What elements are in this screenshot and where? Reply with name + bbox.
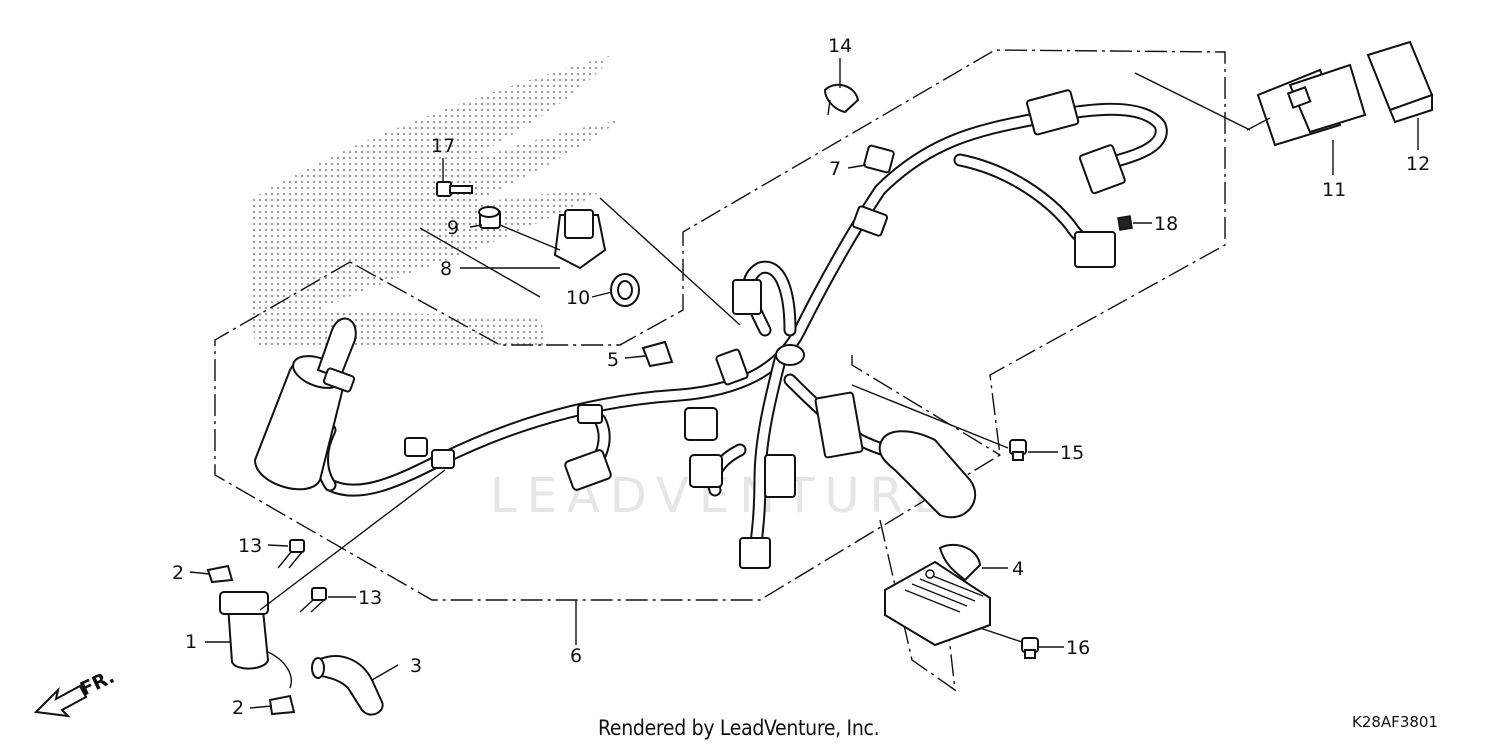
band-7 [863, 144, 895, 174]
callout-18[interactable]: 18 [1154, 213, 1178, 235]
bolt-16 [1021, 637, 1039, 659]
callout-3[interactable]: 3 [410, 655, 422, 677]
ignition-coil [219, 591, 292, 689]
front-direction-arrow-icon [33, 684, 88, 718]
callout-14[interactable]: 14 [828, 35, 852, 57]
callout-5[interactable]: 5 [607, 349, 619, 371]
bolt-13b [299, 587, 327, 613]
leader-lines [189, 58, 1419, 709]
collar-9 [478, 206, 501, 229]
callout-12[interactable]: 12 [1406, 153, 1430, 175]
callout-13a[interactable]: 13 [238, 535, 262, 557]
condenser-right [878, 430, 977, 519]
spark-plug-cap [311, 655, 384, 716]
callout-6[interactable]: 6 [570, 645, 582, 667]
harness-assembly-outline [214, 49, 1226, 601]
bolt-15 [1009, 439, 1027, 461]
callout-13b[interactable]: 13 [358, 587, 382, 609]
callout-4[interactable]: 4 [1012, 558, 1024, 580]
bracket-8 [553, 209, 607, 270]
clip-5 [641, 340, 674, 368]
callout-numbers: 1 2 2 3 4 5 6 7 8 9 10 11 12 13 13 14 15… [172, 35, 1430, 719]
regulator-rectifier [884, 543, 991, 647]
relay-11 [1256, 63, 1367, 147]
callout-17[interactable]: 17 [431, 135, 455, 157]
relay-12 [1366, 40, 1434, 124]
front-direction-label: FR. [77, 666, 118, 701]
callout-2b[interactable]: 2 [232, 697, 244, 719]
brand-wing-logo [249, 55, 621, 345]
callout-16[interactable]: 16 [1066, 637, 1090, 659]
callout-15[interactable]: 15 [1060, 442, 1084, 464]
clip-18 [1117, 215, 1133, 231]
callout-11[interactable]: 11 [1322, 179, 1346, 201]
bolt-17 [436, 181, 473, 197]
callout-8[interactable]: 8 [440, 258, 452, 280]
diagram-code: K28AF3801 [1352, 713, 1438, 731]
condenser-left [253, 317, 357, 491]
callout-2a[interactable]: 2 [172, 562, 184, 584]
callout-10[interactable]: 10 [566, 287, 590, 309]
clip-2b [268, 694, 296, 716]
clip-14 [823, 83, 860, 116]
callout-1[interactable]: 1 [185, 631, 197, 653]
harness-connectors [404, 89, 1126, 569]
clip-2a [206, 564, 234, 584]
callout-7[interactable]: 7 [829, 158, 841, 180]
rendered-by-footer: Rendered by LeadVenture, Inc. [598, 716, 880, 740]
bolt-13a [277, 539, 305, 569]
callout-9[interactable]: 9 [447, 217, 459, 239]
grommet-10 [610, 273, 640, 307]
